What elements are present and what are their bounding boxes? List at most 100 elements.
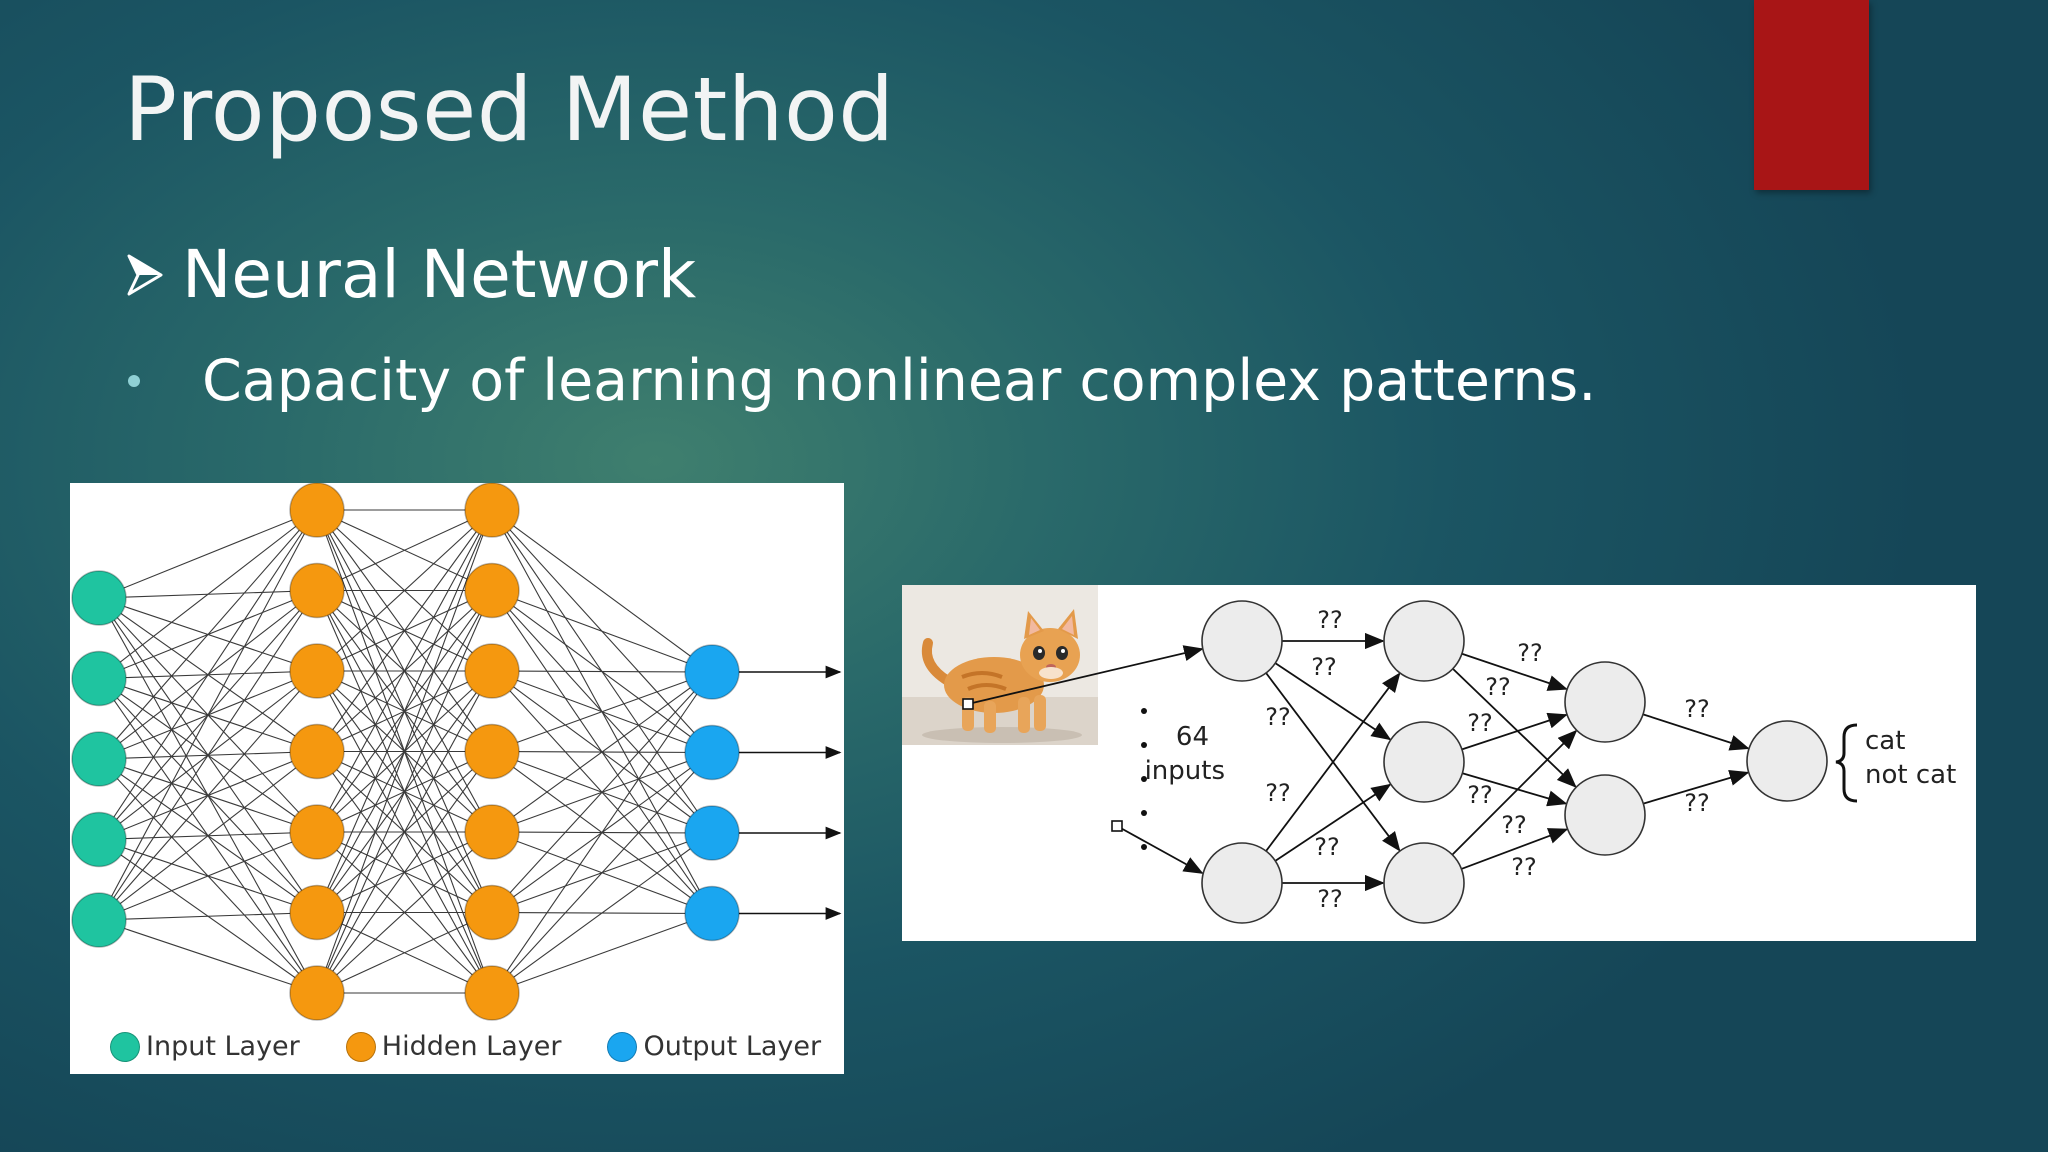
network-edge [491,912,713,994]
network-edge [316,509,493,994]
network-edge [316,912,493,994]
network-edge [491,671,713,753]
unknown-weight-label: ?? [1317,885,1342,913]
network-edge [98,509,318,840]
network-edge [98,919,318,994]
bullet-dot-icon [128,375,140,387]
kitten-photo [902,585,1098,745]
hidden-node [464,643,520,699]
unknown-weight-label: ?? [1485,673,1510,701]
legend-item-hidden: Hidden Layer [345,1031,562,1062]
network-edge [316,590,493,994]
network-edge [316,831,493,994]
ellipsis-dot [1141,776,1147,782]
network-edge [491,752,713,994]
neuron-node [1564,774,1646,856]
ellipsis-dot [1141,810,1147,816]
neuron-node [1201,842,1283,924]
network-edge [491,671,713,833]
hidden-node [464,723,520,780]
network-edge [98,831,318,921]
network-edge [98,509,318,921]
network-edge [98,670,318,921]
network-edge [491,671,713,913]
unknown-weight-label: ?? [1314,833,1339,861]
unknown-weight-label: ?? [1311,653,1336,681]
hidden-node [289,483,345,538]
unknown-weight-label: ?? [1511,853,1536,881]
weight-edge [1462,772,1568,807]
hidden-node [464,483,520,538]
hidden-node [289,965,345,1021]
pixel-input-edge [1116,825,1204,874]
ellipsis-dot [1141,742,1147,748]
network-edge [316,509,493,591]
hidden-node [464,804,520,860]
legend-item-output: Output Layer [607,1031,821,1062]
hidden-node [464,884,520,941]
unknown-weight-label: ?? [1467,709,1492,737]
weight-edge [1461,712,1568,751]
unknown-weight-label: ?? [1684,695,1709,723]
unknown-weight-label: ?? [1265,779,1290,807]
network-edge [98,509,318,599]
legend: Input Layer Hidden Layer Output Layer [110,1031,850,1062]
weight-edge [1461,652,1568,691]
weight-edge [1461,828,1569,870]
network-edge [316,509,493,833]
subheading: Neural Network [126,236,696,313]
neuron-node [1383,721,1465,803]
bullet-item: Capacity of learning nonlinear complex p… [126,348,1596,414]
input-count-label: 64 [1176,722,1209,752]
slide-title: Proposed Method [124,58,895,161]
unknown-weight-label: ?? [1317,606,1342,634]
output-label-not-cat: not cat [1865,760,1956,790]
output-node [684,724,740,781]
network-edge [98,911,318,921]
network-edge [98,509,318,760]
hidden-node [464,562,520,619]
network-edge [491,832,713,994]
weight-edge [1451,729,1578,856]
neuron-node [1746,720,1828,802]
network-edge [98,509,318,679]
hidden-node [464,965,520,1021]
legend-label-input: Input Layer [146,1031,300,1062]
weight-edge [1643,770,1750,805]
output-node [684,885,740,942]
output-label-cat: cat [1865,726,1905,756]
network-edge [491,509,713,673]
neuron-node [1383,600,1465,682]
unknown-weight-label: ?? [1467,781,1492,809]
pixel-marker [1111,820,1123,832]
legend-swatch-output [607,1031,638,1062]
network-edge [316,751,493,994]
output-node [684,805,740,861]
network-edge [491,671,713,994]
output-brace [1835,723,1858,803]
network-edge [98,751,318,921]
legend-swatch-hidden [345,1031,376,1062]
pixel-marker [962,698,974,710]
classifier-graph: 64inputs????????????????????????????catn… [962,600,1956,924]
accent-bar [1754,0,1869,190]
input-node [71,570,127,626]
ellipsis-dot [1141,708,1147,714]
weight-edge [1274,662,1392,741]
neuron-node [1564,661,1646,743]
weight-edge [1452,668,1577,788]
legend-label-hidden: Hidden Layer [381,1031,562,1062]
network-edge [491,589,713,673]
weight-edge [1642,713,1750,751]
weight-edge [1265,672,1401,852]
unknown-weight-label: ?? [1684,789,1709,817]
hidden-node [289,643,345,699]
network-edge [316,670,493,994]
neural-network-diagram: Input Layer Hidden Layer Output Layer [70,483,844,1074]
legend-label-output: Output Layer [643,1031,822,1062]
input-node [71,731,127,787]
bullet-text: Capacity of learning nonlinear complex p… [202,348,1597,414]
legend-swatch-input [110,1031,140,1062]
unknown-weight-label: ?? [1501,811,1526,839]
